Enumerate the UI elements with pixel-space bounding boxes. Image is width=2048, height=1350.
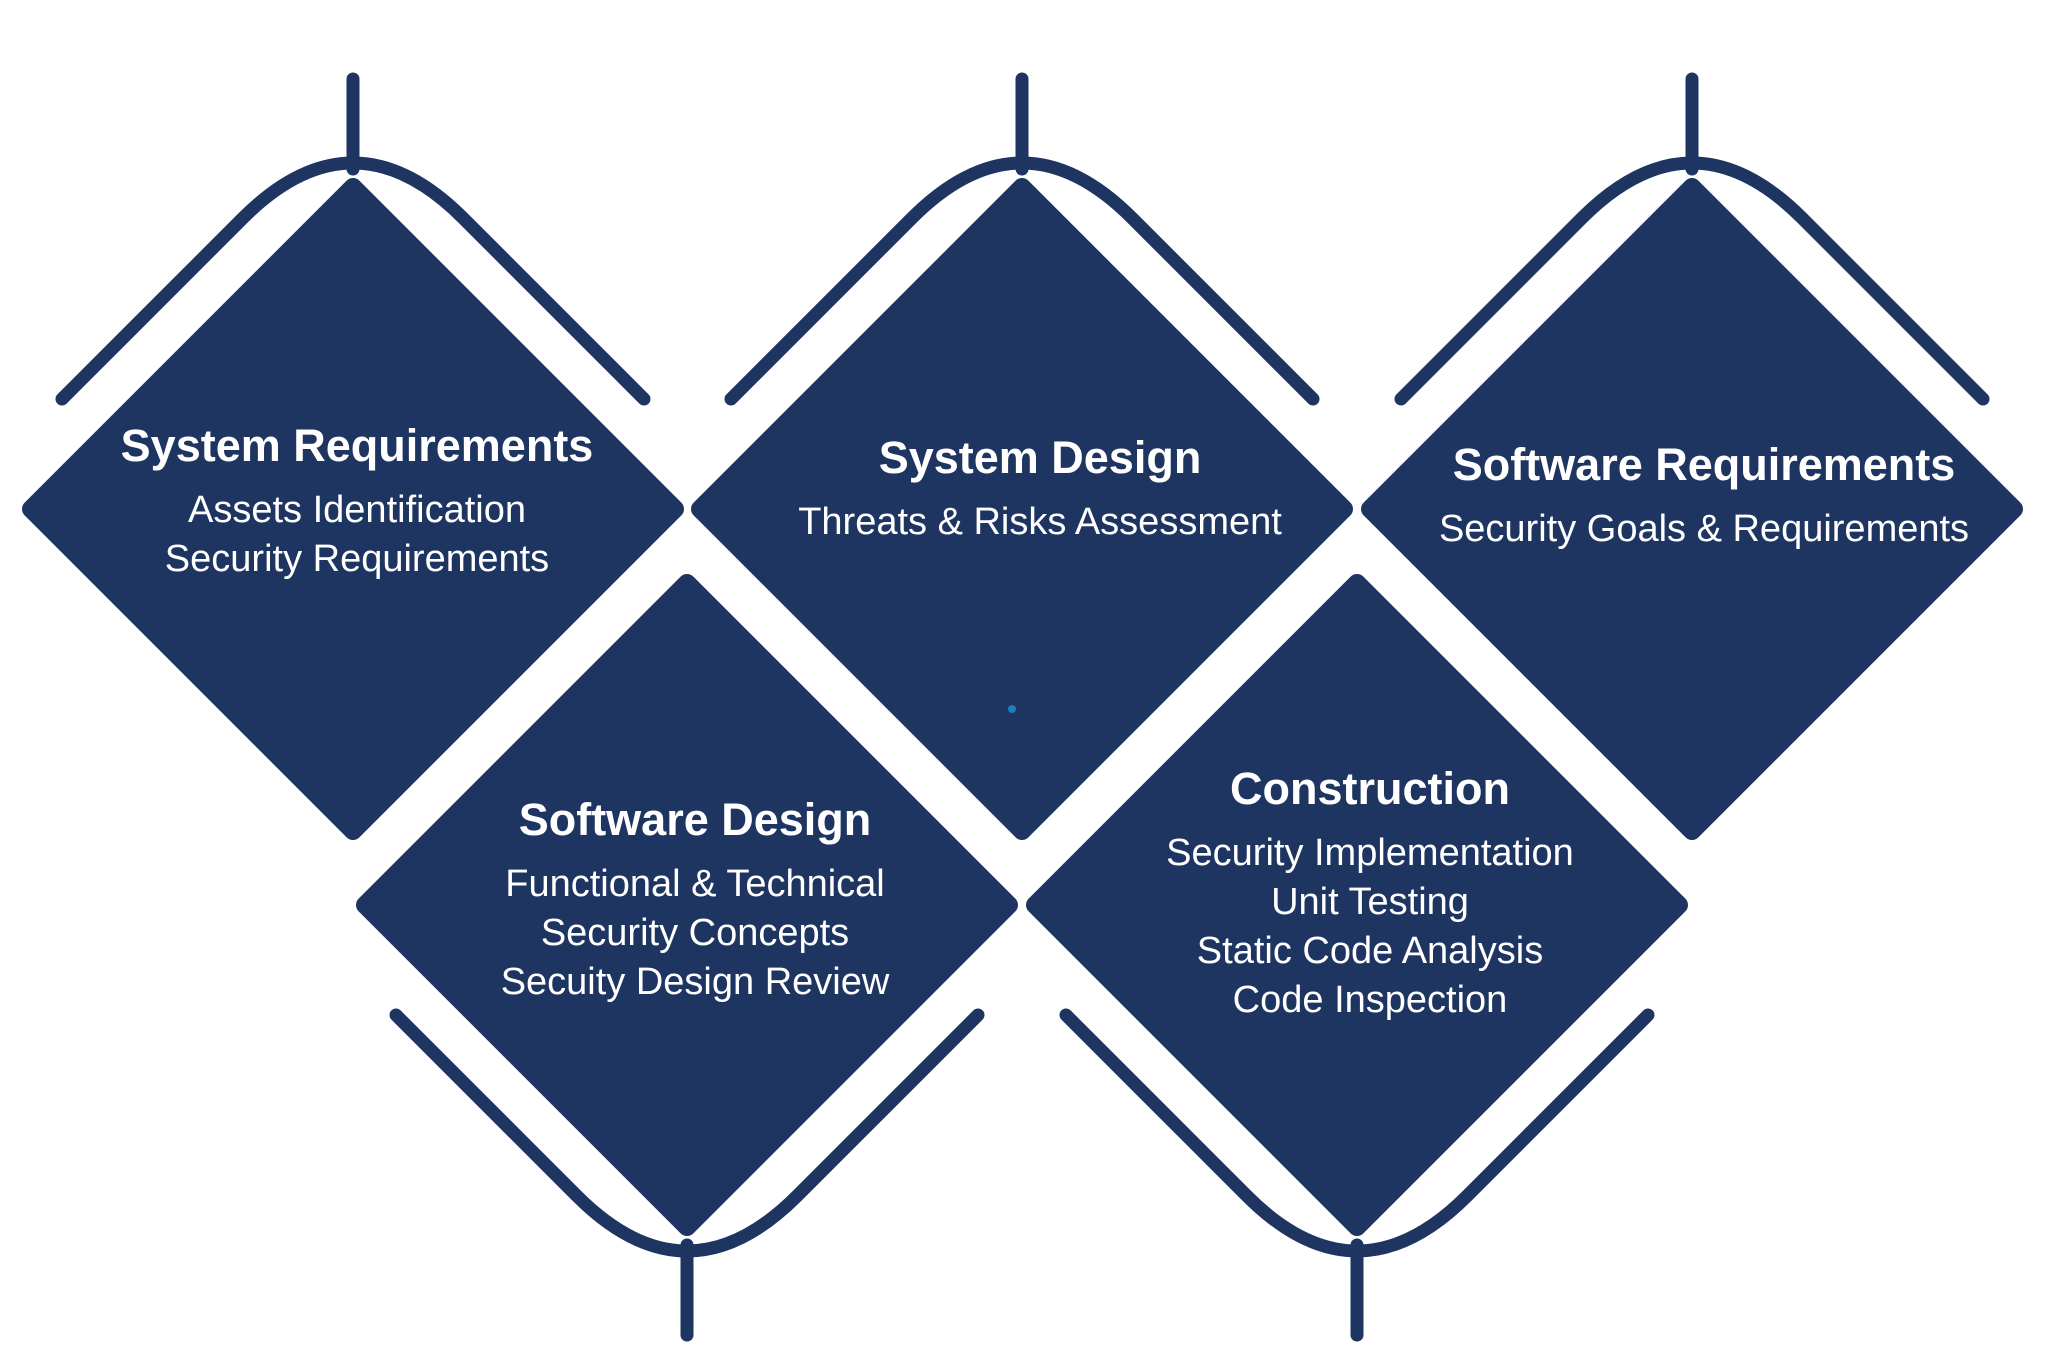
stage-activity: Code Inspection — [1232, 979, 1508, 1021]
stage-diamond — [22, 178, 684, 840]
stage-software-requirements: Software Requirements Security Goals & R… — [1384, 439, 2024, 554]
stage-construction: Construction Security Implementation Uni… — [1050, 763, 1690, 1025]
stage-activity: Security Implementation — [1166, 832, 1574, 874]
stage-activity: Security Goals & Requirements — [1438, 508, 1970, 550]
stage-title: System Requirements — [120, 420, 594, 471]
stage-diamond — [1361, 178, 2023, 840]
stage-activity: Static Code Analysis — [1196, 930, 1544, 972]
stage-activity: Unit Testing — [1271, 881, 1469, 923]
stage-system-requirements: System Requirements Assets Identificatio… — [37, 420, 677, 584]
stage-software-design: Software Design Functional & Technical S… — [375, 794, 1015, 1007]
stage-activity: Assets Identification — [188, 489, 526, 531]
stage-title: Construction — [1230, 763, 1510, 814]
dot-marker — [1008, 705, 1016, 713]
stage-activity: Secuity Design Review — [500, 961, 890, 1003]
stage-activity: Security Concepts — [540, 912, 850, 954]
stage-diamond — [1026, 574, 1688, 1236]
stage-activity: Threats & Risks Assessment — [798, 501, 1282, 543]
stage-activity: Functional & Technical — [505, 863, 885, 905]
stage-title: Software Design — [518, 794, 872, 845]
stage-system-design: System Design Threats & Risks Assessment — [720, 432, 1360, 547]
stage-title: System Design — [878, 432, 1202, 483]
stage-diamond — [691, 178, 1353, 840]
stage-diamond — [356, 574, 1018, 1236]
stage-title: Software Requirements — [1452, 439, 1956, 490]
stage-activity: Security Requirements — [164, 538, 550, 580]
